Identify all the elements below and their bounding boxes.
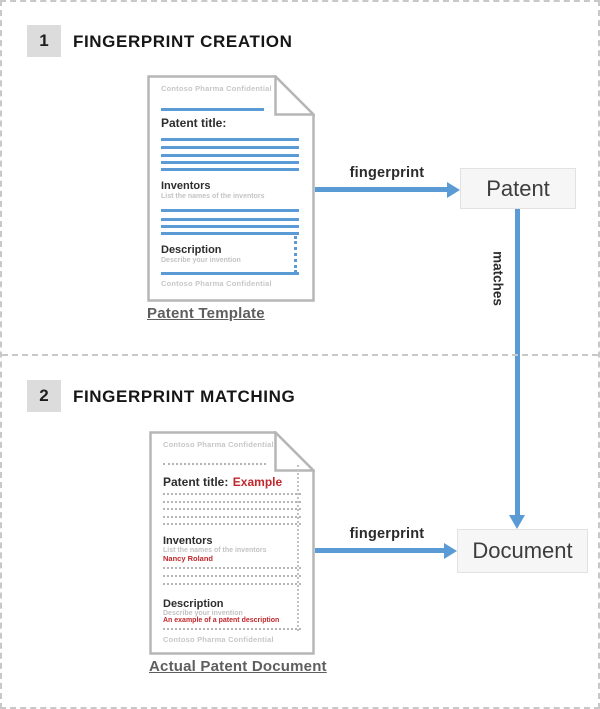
text-line <box>163 567 301 569</box>
fingerprint-arrow <box>315 181 460 198</box>
text-line <box>161 161 299 164</box>
doc-footer-text: Contoso Pharma Confidential <box>161 279 272 288</box>
patent-title-label: Patent title: <box>163 475 229 489</box>
description-label: Description <box>163 598 224 610</box>
inventors-value: Nancy Roland <box>163 554 214 563</box>
patent-title-value: Example <box>232 475 283 489</box>
inventors-hint: List the names of the inventors <box>163 547 267 554</box>
text-line <box>161 138 299 141</box>
text-line <box>163 493 301 495</box>
text-line <box>163 575 301 577</box>
section-divider <box>2 354 598 356</box>
dotted-margin-line <box>297 465 299 631</box>
section2-number-badge: 2 <box>27 380 61 412</box>
text-line <box>161 168 299 171</box>
text-line <box>163 508 301 510</box>
inventors-label: Inventors <box>163 535 213 547</box>
matches-arrowhead-icon <box>509 515 525 529</box>
fingerprint-arrow-label: fingerprint <box>349 165 425 181</box>
description-hint: Describe your invention <box>163 610 243 617</box>
dotted-margin-line <box>294 236 297 273</box>
text-line <box>161 108 264 111</box>
page-outline-icon <box>147 75 315 302</box>
doc-header-text: Contoso Pharma Confidential <box>161 84 272 93</box>
page-outline-icon <box>149 431 315 655</box>
description-label: Description <box>161 244 222 256</box>
text-line <box>161 209 299 212</box>
text-line <box>163 516 301 518</box>
text-line <box>163 583 301 585</box>
section1-title: FINGERPRINT CREATION <box>73 32 293 51</box>
inventors-hint: List the names of the inventors <box>161 193 265 200</box>
fingerprint-arrow-label: fingerprint <box>349 526 425 542</box>
patent-template-document: Contoso Pharma Confidential Patent title… <box>147 75 315 302</box>
description-value: An example of a patent description <box>163 617 280 624</box>
text-line <box>161 154 299 157</box>
text-line <box>161 225 299 228</box>
patent-template-caption: Patent Template <box>147 305 265 322</box>
matches-label: matches <box>490 251 506 306</box>
document-node: Document <box>457 529 588 573</box>
doc-footer-text: Contoso Pharma Confidential <box>163 635 274 644</box>
inventors-label: Inventors <box>161 180 211 192</box>
fingerprint-arrow <box>315 542 457 559</box>
matches-connector-line <box>515 209 520 515</box>
text-line <box>163 523 301 525</box>
text-line <box>163 463 266 465</box>
patent-node: Patent <box>460 168 576 209</box>
doc-header-text: Contoso Pharma Confidential <box>163 440 274 449</box>
section1-number-badge: 1 <box>27 25 61 57</box>
actual-patent-caption: Actual Patent Document <box>149 658 327 675</box>
section2-title: FINGERPRINT MATCHING <box>73 387 296 406</box>
text-line <box>163 628 301 630</box>
patent-title-row: Patent title: Example <box>163 473 282 491</box>
description-hint: Describe your invention <box>161 257 241 264</box>
patent-title-label: Patent title: <box>161 116 227 130</box>
actual-patent-document: Contoso Pharma Confidential Patent title… <box>149 431 315 655</box>
text-line <box>161 218 299 221</box>
text-line <box>161 232 299 235</box>
text-line <box>161 272 299 275</box>
text-line <box>161 146 299 149</box>
text-line <box>163 501 301 503</box>
